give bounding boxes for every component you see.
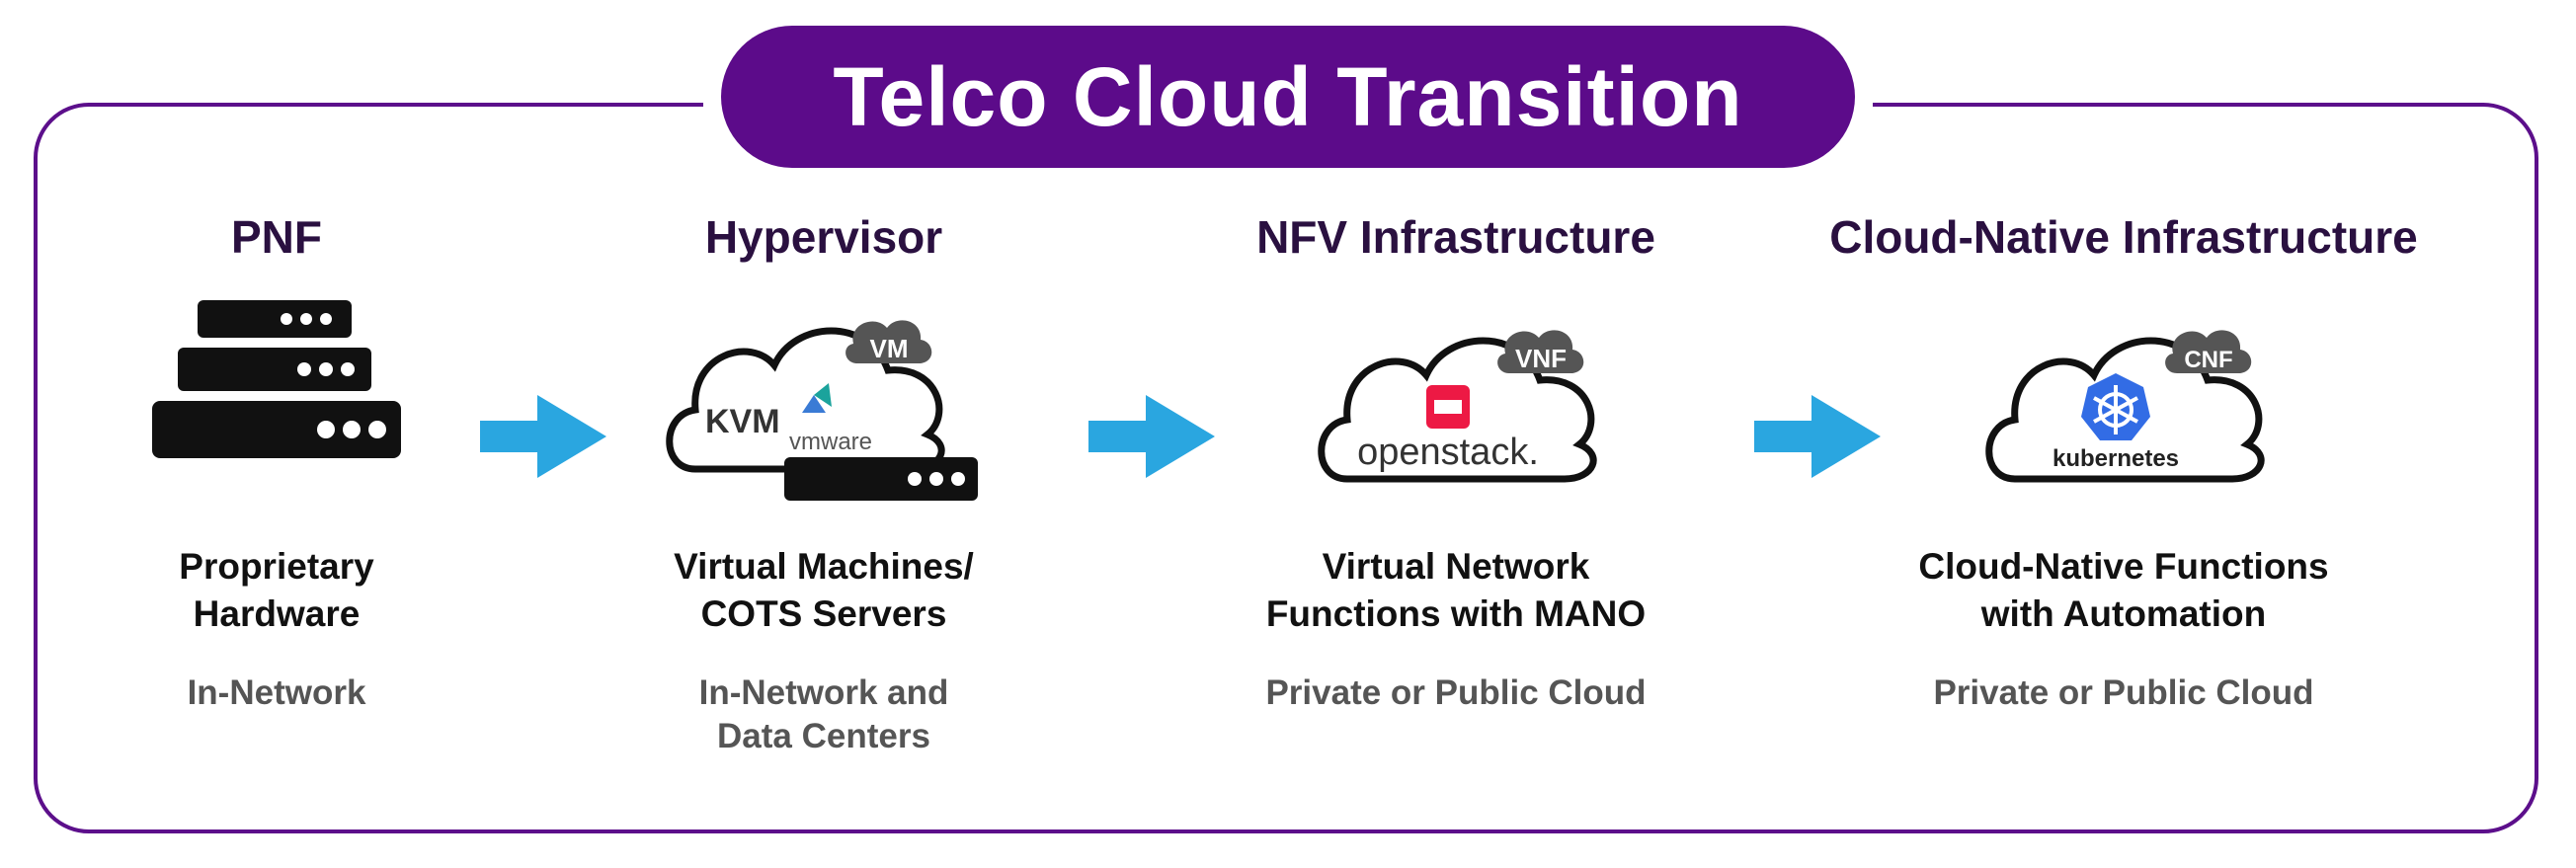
stage-location: In-Network (187, 673, 366, 712)
stage-heading: PNF (231, 211, 322, 263)
cloud-icon: CNF kubernetes (1808, 296, 2440, 523)
stage-pnf: PNF Proprietary Hardware In-Network (0, 197, 593, 712)
kubernetes-wheel-icon (2081, 373, 2150, 440)
cloud-badge: CNF (2184, 347, 2232, 373)
diagram-title: Telco Cloud Transition (721, 26, 1855, 168)
openstack-wordmark: openstack. (1357, 432, 1539, 473)
stage-hypervisor: Hypervisor VM KVM vmware Virtual Machine… (508, 197, 1140, 755)
stage-heading: NFV Infrastructure (1256, 211, 1655, 263)
server-stack-icon (0, 296, 593, 523)
cloud-icon: VNF openstack. (1140, 296, 1772, 523)
stage-nfv: NFV Infrastructure VNF openstack. Virtua… (1140, 197, 1772, 712)
stage-cloud-native: Cloud-Native Infrastructure CNF kubernet… (1808, 197, 2440, 712)
cloud-badge: VNF (1515, 344, 1567, 373)
right-arrow-icon (1088, 395, 1215, 478)
stage-description: Proprietary Hardware (179, 546, 374, 634)
stage-description: Virtual Network Functions with MANO (1265, 546, 1647, 634)
stage-location: Private or Public Cloud (1265, 673, 1647, 712)
right-arrow-icon (1754, 395, 1881, 478)
right-arrow-icon (480, 395, 606, 478)
stage-description: Virtual Machines/ COTS Servers (674, 546, 974, 634)
stage-location: Private or Public Cloud (1933, 673, 2314, 712)
stage-location: In-Network and Data Centers (698, 673, 949, 755)
openstack-logo-icon (1426, 385, 1470, 429)
cloud-badge: VM (870, 334, 909, 363)
kubernetes-wordmark: kubernetes (2053, 445, 2179, 472)
stage-description: Cloud-Native Functions with Automation (1918, 546, 2329, 634)
stage-heading: Cloud-Native Infrastructure (1829, 211, 2418, 263)
stage-heading: Hypervisor (704, 211, 943, 263)
cloud-icon: VM KVM vmware (508, 296, 1140, 523)
kvm-logo: KVM (705, 403, 780, 440)
vmware-logo: vmware (789, 429, 872, 455)
